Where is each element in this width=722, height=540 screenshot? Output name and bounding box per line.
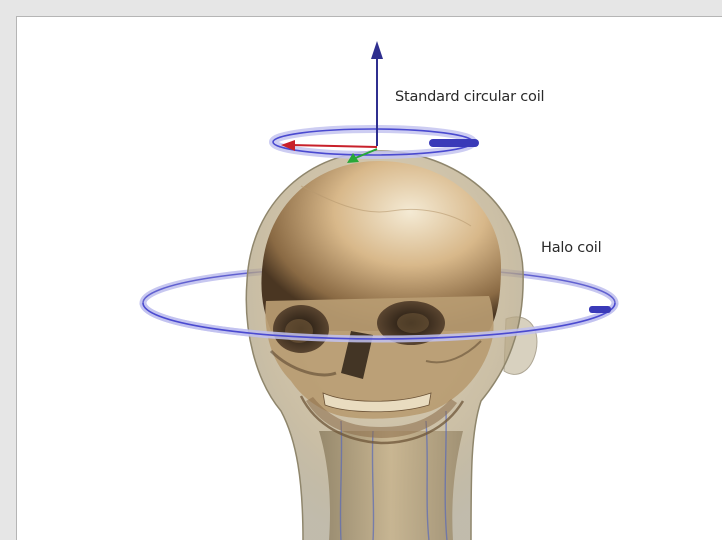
standard-circular-coil-label: Standard circular coil (395, 89, 544, 105)
head-coil-illustration (17, 17, 722, 540)
halo-coil-label: Halo coil (541, 240, 601, 256)
figure-panel: Standard circular coil Halo coil (16, 16, 722, 540)
circular-coil-connector (429, 139, 479, 147)
halo-coil-connector (589, 306, 611, 313)
